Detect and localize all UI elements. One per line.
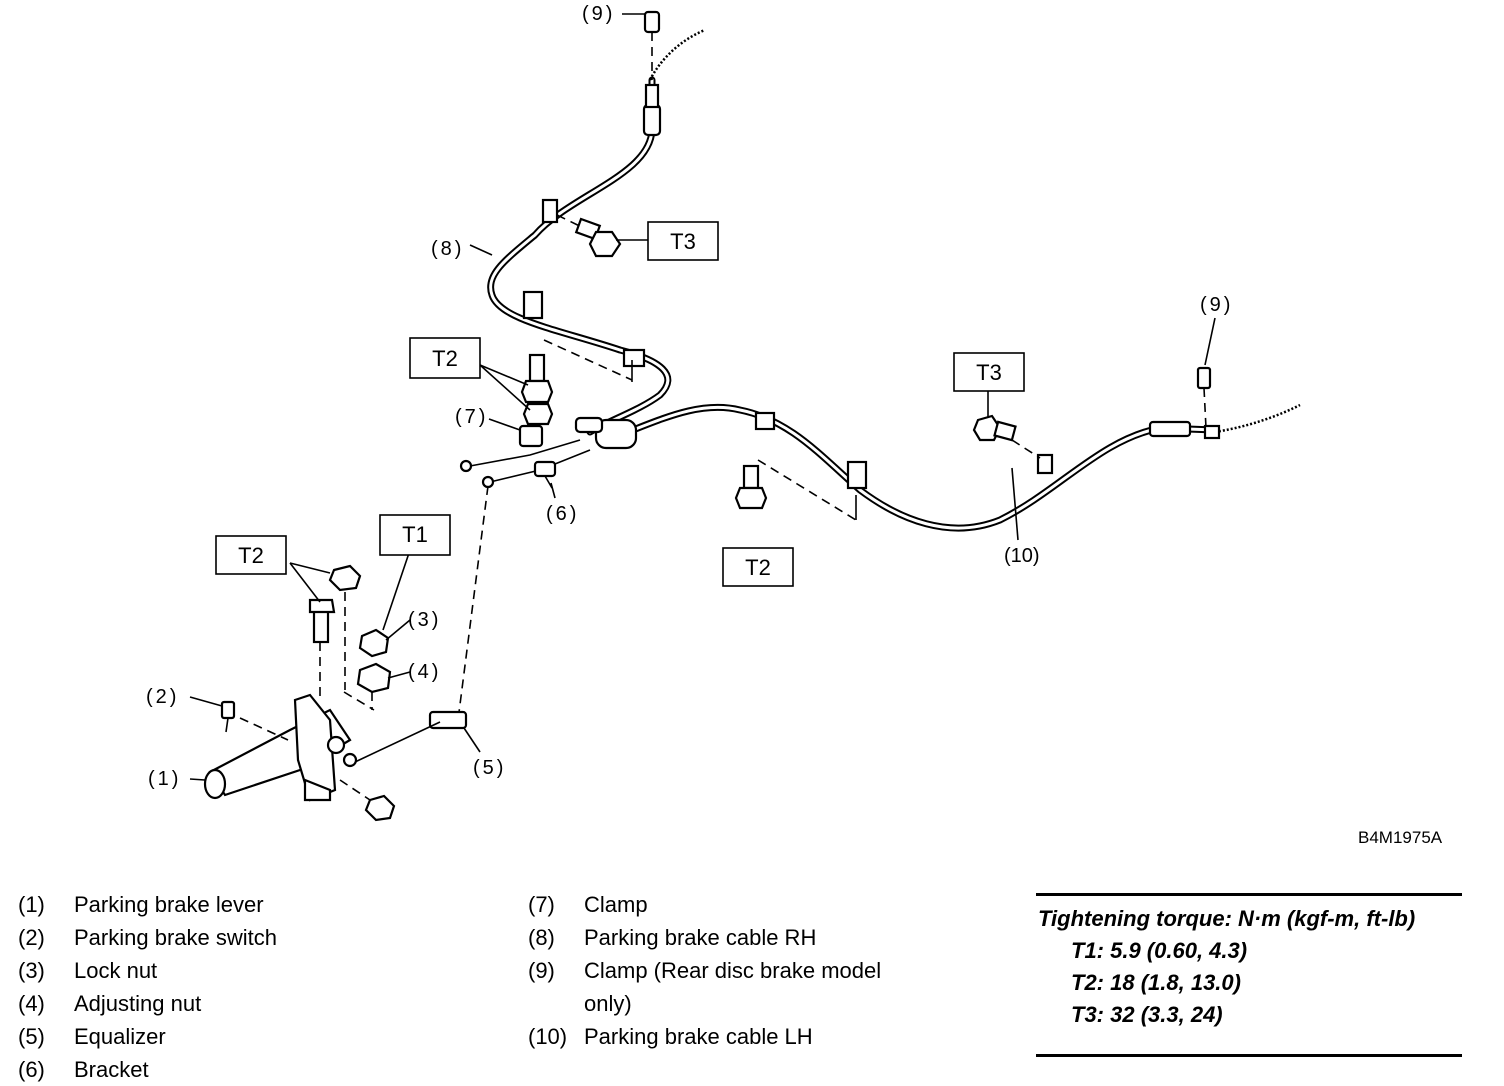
parking-brake-cable-lh: [616, 403, 1301, 532]
cable-junction: [459, 416, 638, 489]
torque-label-t3-right: T3: [976, 360, 1002, 385]
leader-lines: [189, 13, 1216, 781]
legend-num: (9): [528, 958, 555, 983]
legend-item: (3) Lock nut: [18, 954, 478, 987]
lever-mount-hardware: [308, 564, 362, 700]
legend-item: (4) Adjusting nut: [18, 987, 478, 1020]
legend-item: (9) Clamp (Rear disc brake model only): [528, 954, 988, 1020]
torque-box-t2-lh: T2: [722, 547, 794, 587]
legend-text: Parking brake switch: [74, 925, 277, 950]
torque-box-t2-center: T2: [409, 337, 481, 379]
legend-left: (1) Parking brake lever (2) Parking brak…: [18, 888, 478, 1086]
legend-num: (8): [528, 925, 555, 950]
legend-num: (4): [18, 991, 45, 1016]
torque-title: Tightening torque: N·m (kgf-m, ft-lb): [1038, 906, 1416, 931]
callout-7: (7): [455, 406, 488, 428]
legend-text: Parking brake cable LH: [584, 1024, 813, 1049]
legend-text: Clamp (Rear disc brake model only): [584, 958, 882, 1016]
legend-text: Parking brake lever: [74, 892, 264, 917]
legend-text: Bracket: [74, 1057, 149, 1082]
bolt-t2-lh: [734, 459, 857, 521]
legend-num: (5): [18, 1024, 45, 1049]
bolt-t3-right: [972, 414, 1041, 459]
legend-num: (3): [18, 958, 45, 983]
parking-brake-cable-rh: [487, 28, 706, 436]
torque-t3: T3: 32 (3.3, 24): [1071, 1002, 1223, 1027]
legend-text: Clamp: [584, 892, 648, 917]
torque-box-t1: T1: [379, 514, 451, 556]
legend-item: (1) Parking brake lever: [18, 888, 478, 921]
callout-10: (10): [1004, 545, 1040, 567]
tightening-torque-table: Tightening torque: N·m (kgf-m, ft-lb) T1…: [1036, 893, 1462, 1057]
legend-right: (7) Clamp (8) Parking brake cable RH (9)…: [528, 888, 988, 1053]
torque-box-t3-right: T3: [953, 352, 1025, 392]
callout-2: (2): [146, 686, 179, 708]
torque-label-t2-center: T2: [432, 346, 458, 371]
parking-brake-lever: [203, 693, 396, 822]
legend-num: (6): [18, 1057, 45, 1082]
torque-t1: T1: 5.9 (0.60, 4.3): [1071, 938, 1248, 963]
callout-9-right: (9): [1200, 294, 1233, 316]
legend-num: (1): [18, 892, 45, 917]
legend-text: Parking brake cable RH: [584, 925, 817, 950]
torque-t2: T2: 18 (1.8, 13.0): [1071, 970, 1241, 995]
nuts: [343, 628, 392, 711]
legend-item: (2) Parking brake switch: [18, 921, 478, 954]
legend-text: Lock nut: [74, 958, 158, 983]
callout-8: (8): [431, 238, 464, 260]
legend-item: (10) Parking brake cable LH: [528, 1020, 988, 1053]
callout-3: (3): [408, 609, 441, 631]
legend-item: (6) Bracket: [18, 1053, 478, 1086]
callout-1: (1): [148, 768, 181, 790]
parking-brake-diagram: T3 T2 T3 T1 T2 T2 (9) (8) (7) (6) (9) (1…: [146, 3, 1443, 847]
callout-6: (6): [546, 503, 579, 525]
clamp-right: [1196, 366, 1212, 429]
bolt-t2-center: [520, 339, 633, 426]
legend-num: (2): [18, 925, 45, 950]
legend-num: (10): [528, 1024, 568, 1049]
callout-5: (5): [473, 757, 506, 779]
torque-label-t3-upper: T3: [670, 229, 696, 254]
legend-text: Equalizer: [74, 1024, 166, 1049]
callout-4: (4): [408, 661, 441, 683]
clamp-top: [643, 10, 661, 80]
legend-item: (8) Parking brake cable RH: [528, 921, 988, 954]
torque-label-t2-lever: T2: [238, 543, 264, 568]
callout-9-top: (9): [582, 3, 615, 25]
equalizer: [354, 485, 489, 763]
torque-box-t2-lever: T2: [215, 535, 287, 575]
torque-label-t1: T1: [402, 522, 428, 547]
torque-label-t2-lh: T2: [745, 555, 771, 580]
legend-item: (5) Equalizer: [18, 1020, 478, 1053]
legend-num: (7): [528, 892, 555, 917]
bolt-t3-upper: [556, 214, 622, 258]
legend-text: Adjusting nut: [74, 991, 202, 1016]
torque-box-t3-upper: T3: [647, 221, 719, 261]
diagram-code: B4M1975A: [1358, 828, 1443, 847]
legend-item: (7) Clamp: [528, 888, 988, 921]
